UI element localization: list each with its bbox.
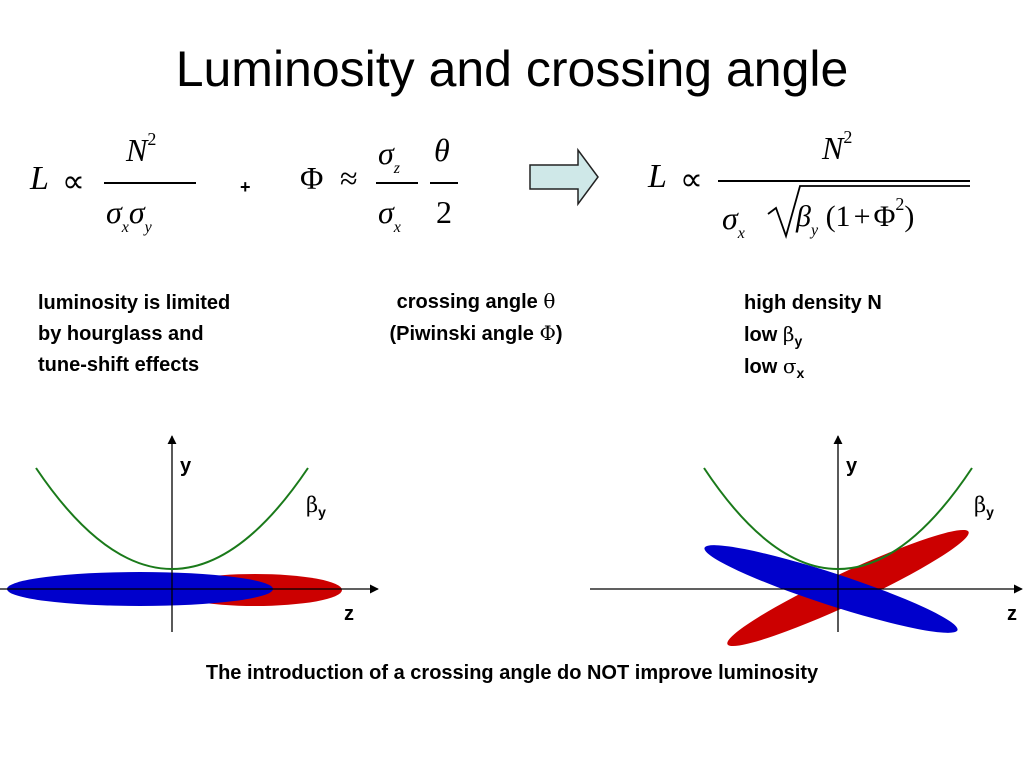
formula-numerator: N2: [126, 129, 157, 168]
formula-denominator: σxσy: [106, 194, 152, 236]
caption-requirements: high density N low βy low σx: [744, 288, 882, 383]
formula-two: 2: [436, 194, 452, 230]
beta-function-curve: [35, 467, 309, 570]
caption-line: by hourglass and: [38, 323, 204, 345]
formula-proportional: ∝: [680, 161, 703, 197]
bottom-note: The introduction of a crossing angle do …: [205, 662, 819, 684]
formula-phi: Φ: [300, 160, 324, 196]
implication-arrow: [529, 147, 599, 207]
caption-line: tune-shift effects: [38, 354, 200, 376]
square-root-sign: [767, 185, 970, 239]
y-axis-label: y: [846, 455, 858, 477]
beta-y-label: βy: [306, 493, 326, 520]
crossing-angle-collision-diagram: y z βy: [590, 435, 1023, 647]
caption-crossing-angle: crossing angle θ (Piwinski angle Φ): [340, 286, 612, 350]
formula-sigma-x: σx: [378, 194, 401, 236]
formula-lhs: L: [30, 160, 49, 197]
formula-lhs: L: [648, 158, 667, 195]
formula-sigma-z: σz: [378, 135, 401, 177]
z-axis-label: z: [1007, 603, 1017, 625]
caption-line: crossing angle θ: [396, 289, 556, 313]
beta-y-label: βy: [974, 493, 994, 520]
formula-proportional: ∝: [62, 163, 85, 199]
formula-numerator: N2: [822, 127, 853, 166]
caption-line: low βy: [744, 322, 803, 349]
caption-line: (Piwinski angle Φ): [389, 321, 563, 345]
slide-title: Luminosity and crossing angle: [175, 41, 849, 97]
plus-sign: +: [240, 177, 251, 197]
y-axis-label: y: [180, 455, 192, 477]
head-on-collision-diagram: y z βy: [0, 435, 379, 632]
caption-line: low σx: [744, 354, 805, 381]
fraction-bar: [104, 182, 196, 184]
fraction-bar: [376, 182, 418, 184]
z-axis-label: z: [344, 603, 354, 625]
formula-denominator-root: βy (1+Φ2): [796, 194, 915, 239]
caption-line: high density N: [744, 292, 882, 314]
caption-luminosity-limit: luminosity is limited by hourglass and t…: [38, 288, 230, 381]
fraction-bar: [430, 182, 458, 184]
formula-theta: θ: [434, 132, 450, 168]
beta-function-curve: [703, 467, 973, 570]
caption-line: luminosity is limited: [38, 292, 231, 314]
formula-denominator-sigma: σx: [722, 200, 745, 242]
formula-approx: ≈: [340, 160, 358, 196]
fraction-bar: [718, 180, 970, 182]
